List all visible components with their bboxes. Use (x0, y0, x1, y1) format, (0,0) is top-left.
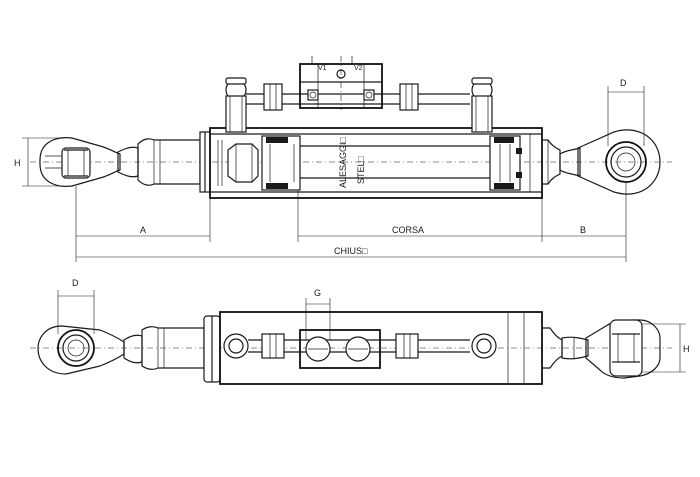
label-v2: V2 (354, 65, 363, 72)
label-stelo: STEL□ (356, 155, 366, 184)
label-a: A (140, 225, 146, 235)
label-b: B (580, 225, 586, 235)
label-d-bottom: D (72, 278, 79, 288)
bottom-left-neck (123, 315, 221, 383)
bottom-cylinder-body: G (219, 288, 543, 385)
label-h-top: H (14, 158, 21, 168)
top-view: ALESAGGI□ STEL□ (14, 56, 672, 262)
top-right-neck (541, 139, 581, 185)
label-d-top: D (620, 78, 627, 88)
top-dimensions: H D A CORSA B CHIUS□ (14, 78, 645, 262)
label-h-bottom: H (683, 344, 690, 354)
bottom-left-eye: D (37, 278, 125, 375)
top-valve-assembly: V1 V2 (225, 56, 493, 133)
bottom-right-eye: H (585, 319, 690, 379)
label-alesaggio: ALESAGGI□ (338, 136, 348, 188)
label-v1: V1 (318, 65, 327, 72)
bottom-right-neck (541, 327, 589, 369)
top-cylinder-body (209, 127, 543, 199)
label-g: G (314, 288, 321, 298)
label-corsa: CORSA (392, 225, 424, 235)
bottom-view: D (30, 278, 690, 385)
label-chiuso: CHIUS□ (334, 246, 368, 256)
top-left-neck (117, 131, 211, 193)
